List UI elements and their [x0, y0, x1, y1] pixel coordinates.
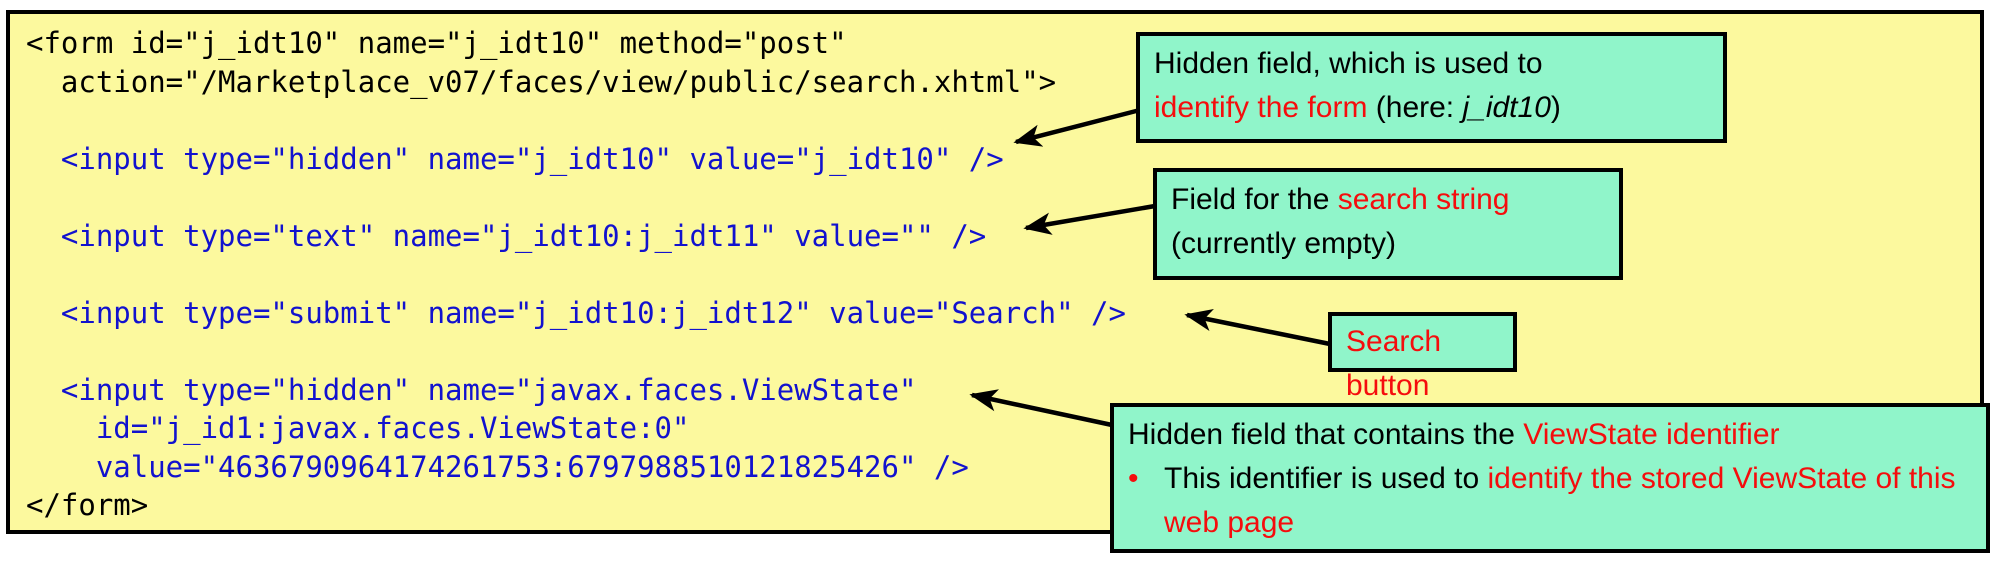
callout-viewstate: Hidden field that contains the ViewState…: [1110, 403, 1990, 553]
callout-text: (here:: [1367, 91, 1463, 124]
code-line-text-input: <input type="text" name="j_idt10:j_idt11…: [26, 218, 987, 253]
callout-text-highlight: ViewState identifier: [1523, 418, 1780, 451]
callout-text: Hidden field that contains the: [1128, 418, 1524, 451]
callout-search-field-line2: (currently empty): [1171, 222, 1607, 266]
code-line: [26, 178, 1980, 217]
callout-text: This identifier is used to: [1164, 462, 1488, 495]
callout-text: Hidden field, which is used to: [1154, 47, 1543, 80]
callout-text: Field for the: [1171, 183, 1338, 216]
callout-viewstate-line2: This identifier is used to identify the …: [1164, 457, 1974, 545]
code-line-submit-input: <input type="submit" name="j_idt10:j_idt…: [26, 295, 1126, 330]
callout-text-code-ref: j_idt10: [1462, 91, 1551, 124]
callout-text: ): [1550, 91, 1561, 124]
code-line-form-close: </form>: [26, 488, 149, 522]
callout-text-highlight: identify the stored ViewState of this we…: [1164, 462, 1956, 539]
code-line: [26, 332, 1980, 371]
callout-text-highlight: identify the form: [1154, 91, 1368, 124]
callout-search-field-line1: Field for the search string: [1171, 178, 1607, 222]
form-source-code: <form id="j_idt10" name="j_idt10" method…: [10, 14, 1980, 525]
code-line-hidden-input: <input type="hidden" name="j_idt10" valu…: [26, 141, 1004, 176]
code-line-viewstate-value: value="4636790964174261753:6797988510121…: [26, 449, 969, 484]
callout-form-id-line1: Hidden field, which is used to: [1154, 42, 1711, 86]
callout-text-highlight: Search button: [1346, 325, 1442, 402]
code-line: <form id="j_idt10" name="j_idt10" method…: [26, 26, 847, 60]
callout-text: (currently empty): [1171, 227, 1397, 260]
callout-viewstate-bullet-line: • This identifier is used to identify th…: [1128, 457, 1974, 545]
callout-viewstate-line1: Hidden field that contains the ViewState…: [1128, 413, 1974, 457]
code-line: action="/Marketplace_v07/faces/view/publ…: [26, 64, 1057, 99]
code-line: [26, 255, 1980, 294]
code-line-viewstate-input: <input type="hidden" name="javax.faces.V…: [26, 372, 917, 407]
code-line-viewstate-id: id="j_id1:javax.faces.ViewState:0": [26, 411, 690, 445]
bullet-icon: •: [1128, 462, 1139, 495]
callout-form-id-line2: identify the form (here: j_idt10): [1154, 86, 1711, 130]
callout-search-field: Field for the search string (currently e…: [1153, 168, 1623, 280]
callout-text-highlight: search string: [1337, 183, 1510, 216]
callout-search-button: Search button: [1328, 312, 1517, 402]
callout-form-id: Hidden field, which is used to identify …: [1136, 32, 1727, 143]
